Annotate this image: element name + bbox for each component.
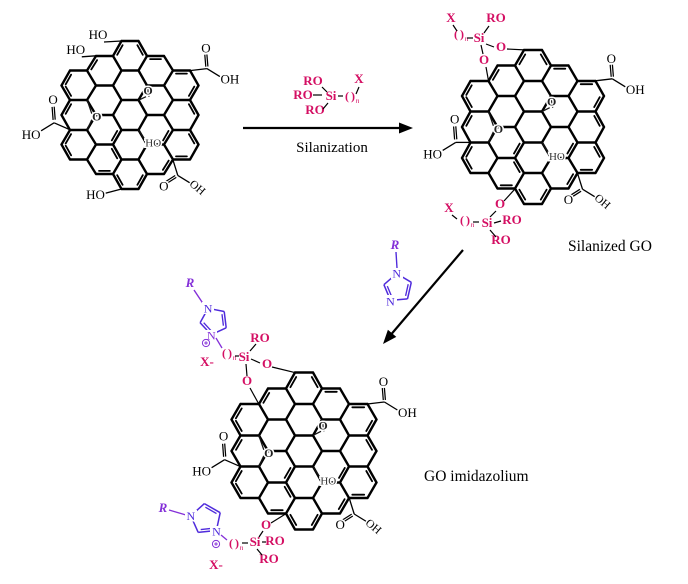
svg-text:RO: RO xyxy=(502,212,522,227)
svg-text:n: n xyxy=(356,96,360,105)
svg-text:HO: HO xyxy=(423,146,442,161)
svg-text:Si: Si xyxy=(239,349,250,364)
svg-text:RO: RO xyxy=(265,533,285,548)
svg-text:(: ( xyxy=(345,89,349,103)
svg-text:O: O xyxy=(450,111,459,126)
svg-text:O: O xyxy=(479,52,489,67)
svg-text:OH: OH xyxy=(221,72,240,87)
svg-text:RO: RO xyxy=(303,73,323,88)
svg-text:OH: OH xyxy=(626,82,645,97)
svg-text:O: O xyxy=(547,95,556,109)
svg-text:OH: OH xyxy=(398,405,417,420)
svg-text:O: O xyxy=(264,446,273,460)
svg-text:X-: X- xyxy=(209,557,223,572)
svg-text:O: O xyxy=(92,110,101,124)
svg-text:RO: RO xyxy=(305,102,325,117)
svg-text:R: R xyxy=(158,500,168,515)
svg-text:X-: X- xyxy=(200,354,214,369)
svg-text:N: N xyxy=(386,294,395,308)
svg-text:HO: HO xyxy=(89,27,108,42)
svg-text:HO: HO xyxy=(549,151,565,163)
svg-text:(: ( xyxy=(222,346,226,360)
svg-text:Silanization: Silanization xyxy=(296,140,368,156)
svg-text:Silanized GO: Silanized GO xyxy=(568,238,652,255)
svg-text:HO: HO xyxy=(86,187,105,202)
svg-text:O: O xyxy=(496,39,506,54)
svg-text:HO: HO xyxy=(320,475,336,487)
svg-text:O: O xyxy=(564,192,573,207)
svg-text:O: O xyxy=(219,429,228,444)
svg-text:O: O xyxy=(159,178,168,193)
svg-text:O: O xyxy=(494,122,503,136)
svg-text:O: O xyxy=(261,517,271,532)
svg-text:O: O xyxy=(143,84,152,98)
svg-text:Si: Si xyxy=(250,534,261,549)
svg-text:O: O xyxy=(48,92,57,107)
svg-text:HO: HO xyxy=(192,464,211,479)
svg-text:N: N xyxy=(212,525,221,539)
svg-text:R: R xyxy=(390,237,400,252)
svg-text:O: O xyxy=(318,418,327,432)
svg-text:HO: HO xyxy=(145,138,161,150)
svg-text:RO: RO xyxy=(491,232,511,247)
svg-text:RO: RO xyxy=(250,330,270,345)
svg-text:HO: HO xyxy=(66,42,85,57)
svg-text:(: ( xyxy=(229,536,233,550)
svg-text:RO: RO xyxy=(486,10,506,25)
svg-text:O: O xyxy=(607,51,616,66)
svg-text:): ) xyxy=(466,213,470,227)
svg-text:): ) xyxy=(351,89,355,103)
svg-text:GO imidazolium: GO imidazolium xyxy=(424,468,529,485)
svg-text:O: O xyxy=(262,356,272,371)
svg-text:O: O xyxy=(379,374,388,389)
svg-text:n: n xyxy=(233,353,237,362)
svg-text:HO: HO xyxy=(22,127,41,142)
svg-text:R: R xyxy=(185,275,195,290)
svg-text:Si: Si xyxy=(474,30,485,45)
svg-text:n: n xyxy=(471,220,475,229)
svg-text:O: O xyxy=(201,41,210,56)
svg-text:RO: RO xyxy=(293,87,313,102)
svg-text:n: n xyxy=(465,34,469,43)
svg-text:O: O xyxy=(242,373,252,388)
svg-text:Si: Si xyxy=(482,215,493,230)
svg-text:O: O xyxy=(495,196,505,211)
svg-text:N: N xyxy=(392,267,401,281)
svg-text:): ) xyxy=(235,536,239,550)
svg-text:N: N xyxy=(204,301,213,315)
svg-text:n: n xyxy=(240,543,244,552)
svg-text:Si: Si xyxy=(326,88,337,103)
svg-text:(: ( xyxy=(460,213,464,227)
svg-text:): ) xyxy=(228,346,232,360)
svg-text:): ) xyxy=(460,27,464,41)
svg-text:(: ( xyxy=(454,27,458,41)
svg-text:O: O xyxy=(336,517,345,532)
svg-text:X: X xyxy=(444,200,454,215)
svg-text:X: X xyxy=(354,71,364,86)
svg-text:X: X xyxy=(446,10,456,25)
svg-text:N: N xyxy=(186,509,195,523)
svg-text:RO: RO xyxy=(259,551,279,566)
